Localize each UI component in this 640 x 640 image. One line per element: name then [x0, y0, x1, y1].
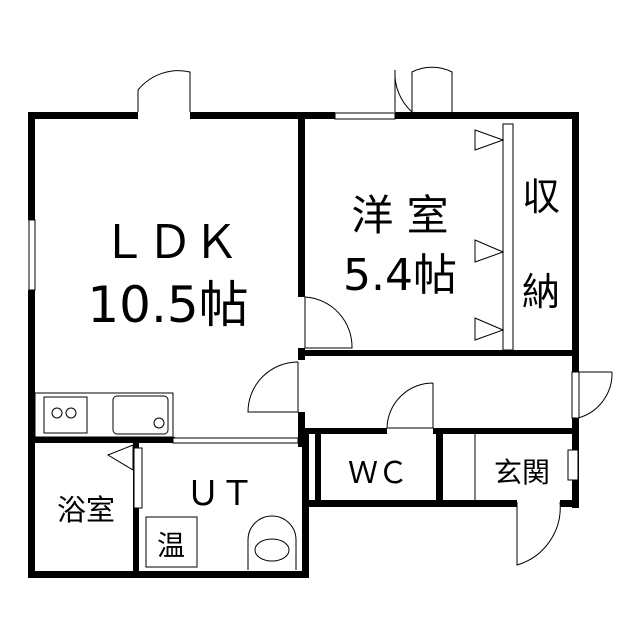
western-room-label: 洋 室: [351, 191, 448, 240]
bath-label: 浴室: [57, 493, 115, 527]
storage-label-2: 納: [522, 270, 560, 314]
sink-icon: [112, 395, 169, 435]
washbasin-icon: [247, 515, 297, 570]
wc-label: ＷＣ: [348, 456, 408, 491]
ldk-label: ＬＤＫ: [101, 215, 239, 269]
windows: [28, 112, 579, 481]
water-heater-box: [145, 516, 198, 568]
utility-label: ＵＴ: [186, 474, 254, 514]
ldk-size: 10.5帖: [87, 276, 248, 334]
doors: [106, 66, 613, 566]
kitchen-counter: [34, 392, 174, 438]
entrance-label: 玄関: [494, 456, 550, 489]
western-room-size: 5.4帖: [343, 250, 457, 301]
storage-label-1: 収: [522, 175, 560, 219]
stove-icon: [43, 396, 88, 434]
water-heater-label: 温: [157, 529, 185, 562]
